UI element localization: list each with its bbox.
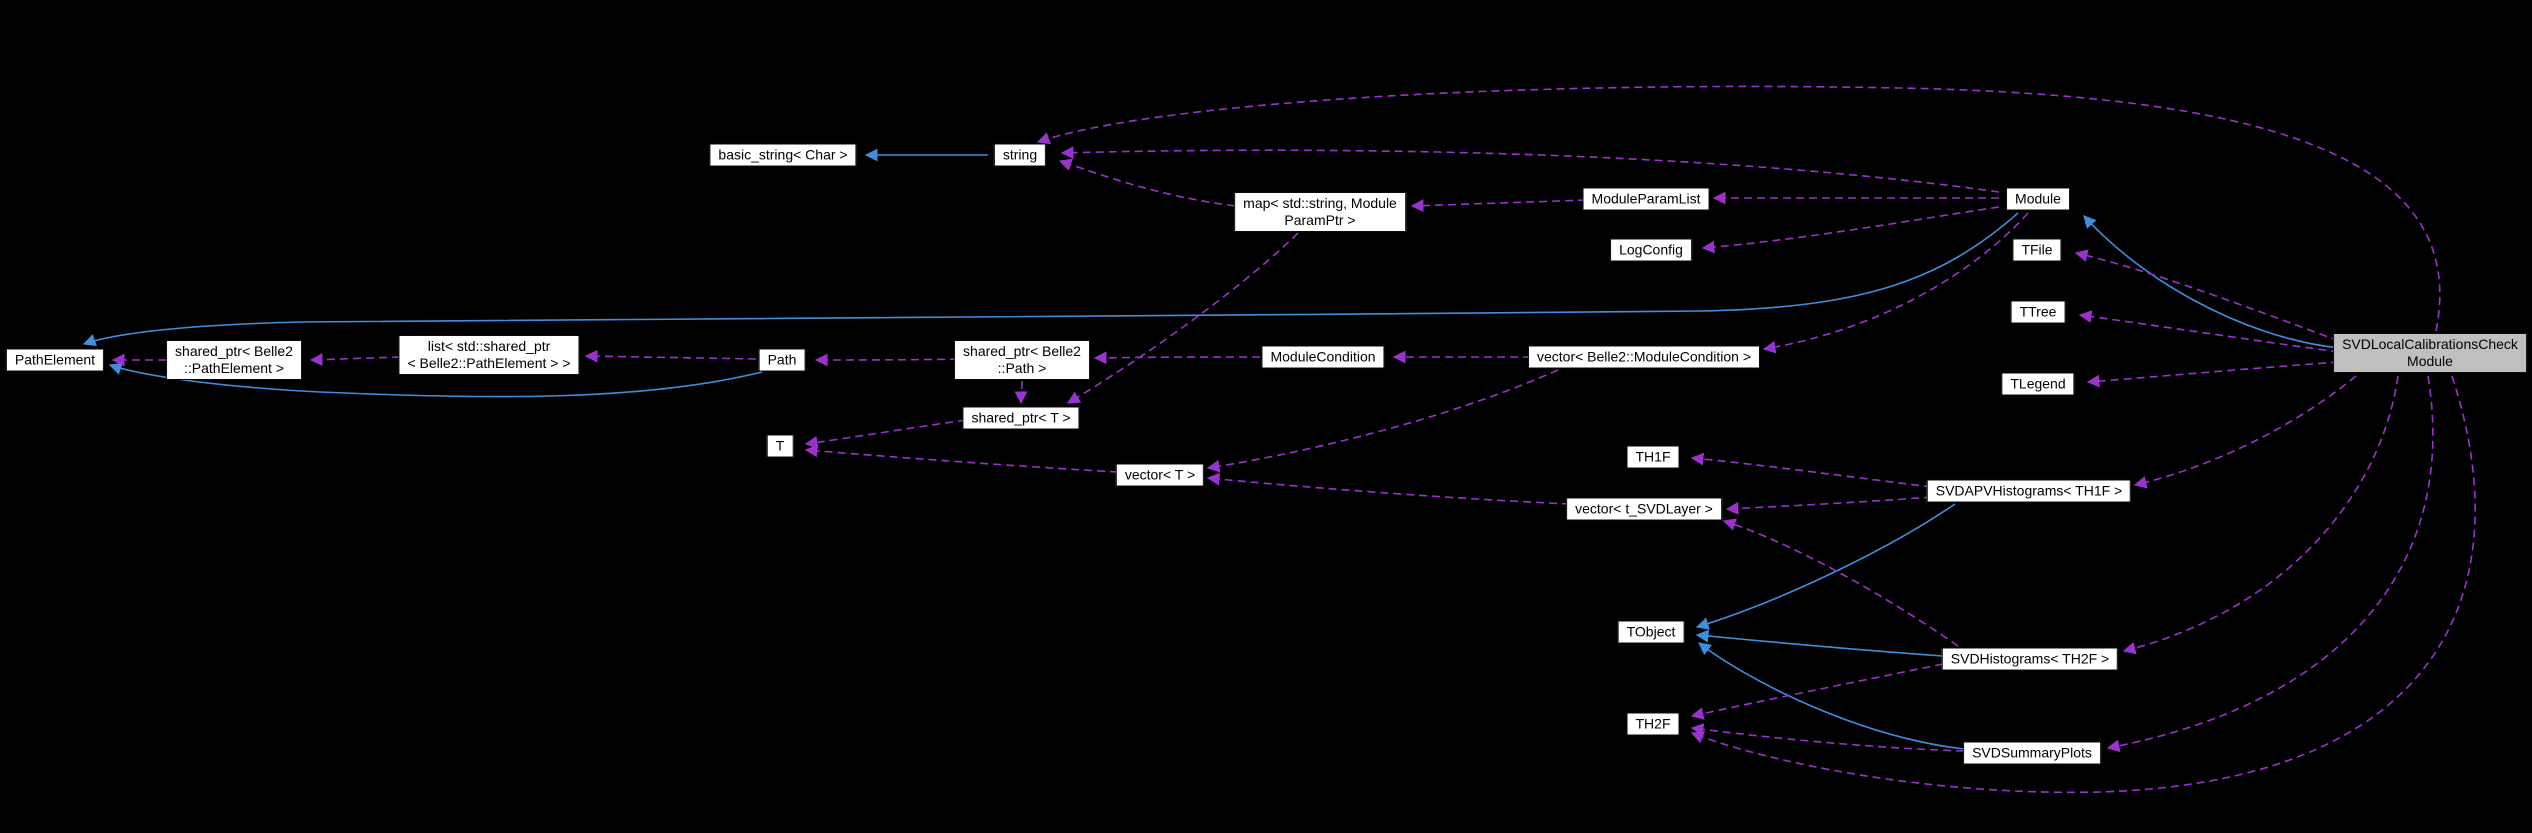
edge-ModuleCondition-to-sharedPtrPath-usage bbox=[1093, 351, 1261, 365]
class-node-basic_string[interactable]: basic_string< Char > bbox=[709, 143, 857, 167]
class-node-T[interactable]: T bbox=[766, 434, 794, 458]
edge-vectorSVDLayer-to-vectorT-usage bbox=[1206, 472, 1571, 505]
edge-SVDLocalCalibrationsCheckModule-to-TFile-usage bbox=[2074, 249, 2340, 342]
edge-SVDLocalCalibrationsCheckModule-to-SVDAPVHistograms-usage bbox=[2133, 375, 2357, 489]
class-node-sharedPtrT[interactable]: shared_ptr< T > bbox=[962, 406, 1080, 430]
edge-vectorT-to-T-usage bbox=[804, 444, 1119, 473]
edge-Module-to-LogConfig-usage bbox=[1701, 206, 2000, 254]
edge-SVDLocalCalibrationsCheckModule-to-TLegend-usage bbox=[2086, 361, 2340, 388]
edge-SVDAPVHistograms-to-vectorSVDLayer-usage bbox=[1725, 496, 1933, 515]
edge-Path-to-list-usage bbox=[584, 349, 757, 363]
class-node-TTree[interactable]: TTree bbox=[2010, 300, 2066, 324]
class-node-TFile[interactable]: TFile bbox=[2012, 238, 2062, 262]
edge-SVDLocalCalibrationsCheckModule-to-string-usage bbox=[1036, 85, 2441, 332]
edge-SVDAPVHistograms-to-TH1F-usage bbox=[1690, 452, 1933, 488]
class-node-PathElement[interactable]: PathElement bbox=[5, 348, 105, 372]
edge-SVDLocalCalibrationsCheckModule-to-SVDSummaryPlots-usage bbox=[2106, 375, 2434, 753]
class-node-label: basic_string< Char > bbox=[718, 146, 848, 163]
class-node-Path[interactable]: Path bbox=[758, 348, 806, 372]
class-node-SVDSummaryPlots[interactable]: SVDSummaryPlots bbox=[1963, 741, 2101, 765]
class-node-string[interactable]: string bbox=[993, 143, 1047, 167]
class-node-label: LogConfig bbox=[1619, 241, 1683, 258]
class-node-label: SVDAPVHistograms< TH1F > bbox=[1935, 482, 2123, 499]
class-node-label: Module bbox=[2407, 353, 2453, 369]
class-node-TH2F[interactable]: TH2F bbox=[1626, 712, 1680, 736]
edge-SVDSummaryPlots-to-TObject-inheritance bbox=[1697, 642, 1965, 750]
edge-SVDSummaryPlots-to-TH2F-usage bbox=[1690, 723, 1965, 752]
class-node-vectorSVDLayer[interactable]: vector< t_SVDLayer > bbox=[1566, 497, 1722, 521]
edge-vectorModuleCondition-to-vectorT-usage bbox=[1206, 369, 1559, 473]
class-node-label: vector< t_SVDLayer > bbox=[1575, 500, 1713, 517]
class-node-label: ModuleCondition bbox=[1270, 348, 1376, 365]
class-node-TH1F[interactable]: TH1F bbox=[1626, 445, 1680, 469]
class-node-label: ::PathElement > bbox=[183, 360, 285, 376]
class-node-label: shared_ptr< Belle2 bbox=[175, 343, 293, 359]
edge-sharedPtrT-to-T-usage bbox=[804, 419, 967, 449]
class-node-label: ParamPtr > bbox=[1284, 212, 1356, 228]
edge-SVDHistograms-to-vectorSVDLayer-usage bbox=[1722, 518, 1959, 647]
edge-Module-to-vectorModuleCondition-usage bbox=[1762, 212, 2029, 354]
edge-ModuleParamList-to-map-usage bbox=[1410, 199, 1587, 212]
class-node-label: string bbox=[1002, 146, 1038, 163]
class-node-label: T bbox=[775, 437, 785, 454]
class-node-vectorModuleCondition[interactable]: vector< Belle2::ModuleCondition > bbox=[1527, 345, 1761, 369]
edge-map-to-sharedPtrT-usage bbox=[1066, 232, 1299, 404]
edge-sharedPtrPath-to-sharedPtrT-usage bbox=[1014, 380, 1028, 405]
edge-SVDLocalCalibrationsCheckModule-to-SVDHistograms-usage bbox=[2122, 375, 2399, 655]
class-node-label: ModuleParamList bbox=[1591, 190, 1701, 207]
edge-SVDHistograms-to-TH2F-usage bbox=[1690, 663, 1944, 720]
class-node-label: TObject bbox=[1626, 623, 1676, 640]
edge-group bbox=[82, 85, 2476, 794]
class-node-Module[interactable]: Module bbox=[2006, 187, 2070, 211]
class-node-label: SVDHistograms< TH2F > bbox=[1950, 650, 2110, 667]
class-node-ModuleCondition[interactable]: ModuleCondition bbox=[1261, 345, 1385, 369]
class-node-label: vector< Belle2::ModuleCondition > bbox=[1536, 348, 1752, 365]
class-node-label: PathElement bbox=[14, 351, 96, 368]
edge-map-to-string-usage bbox=[1058, 158, 1236, 207]
class-node-sharedPtrPathElement[interactable]: shared_ptr< Belle2::PathElement > bbox=[166, 340, 302, 380]
class-node-label: SVDLocalCalibrationsCheck bbox=[2342, 336, 2518, 352]
edge-SVDHistograms-to-TObject-inheritance bbox=[1695, 629, 1944, 657]
edge-Module-to-PathElement-inheritance bbox=[82, 212, 2019, 347]
class-node-label: shared_ptr< Belle2 bbox=[963, 343, 1081, 359]
edge-SVDLocalCalibrationsCheckModule-to-Module-inheritance bbox=[2083, 215, 2340, 349]
class-node-label: TTree bbox=[2019, 303, 2057, 320]
class-node-SVDHistograms[interactable]: SVDHistograms< TH2F > bbox=[1941, 647, 2119, 671]
edge-SVDAPVHistograms-to-TObject-inheritance bbox=[1695, 503, 1956, 630]
edge-SVDLocalCalibrationsCheckModule-to-TTree-usage bbox=[2078, 310, 2340, 353]
class-node-sharedPtrPath[interactable]: shared_ptr< Belle2::Path > bbox=[954, 340, 1090, 380]
class-node-label: map< std::string, Module bbox=[1243, 195, 1397, 211]
class-node-label: TH2F bbox=[1635, 715, 1671, 732]
class-node-label: vector< T > bbox=[1124, 466, 1196, 483]
edge-sharedPtrPath-to-Path-usage bbox=[814, 353, 959, 367]
class-node-vectorT[interactable]: vector< T > bbox=[1115, 463, 1205, 487]
class-node-label: < Belle2::PathElement > > bbox=[407, 355, 571, 371]
class-node-label: Module bbox=[2015, 190, 2061, 207]
class-node-TObject[interactable]: TObject bbox=[1617, 620, 1685, 644]
class-node-label: TH1F bbox=[1635, 448, 1671, 465]
class-node-SVDAPVHistograms[interactable]: SVDAPVHistograms< TH1F > bbox=[1926, 479, 2132, 503]
edge-Module-to-string-usage bbox=[1060, 146, 2000, 193]
class-node-label: Path bbox=[767, 351, 797, 368]
class-node-label: shared_ptr< T > bbox=[971, 409, 1071, 426]
class-node-ModuleParamList[interactable]: ModuleParamList bbox=[1582, 187, 1710, 211]
class-node-label: TLegend bbox=[2010, 375, 2066, 392]
class-node-label: TFile bbox=[2021, 241, 2053, 258]
class-node-TLegend[interactable]: TLegend bbox=[2001, 372, 2075, 396]
edge-list-to-sharedPtrPathElement-usage bbox=[309, 353, 401, 366]
class-node-label: list< std::shared_ptr bbox=[427, 338, 551, 354]
class-node-label: SVDSummaryPlots bbox=[1972, 744, 2092, 761]
class-node-LogConfig[interactable]: LogConfig bbox=[1610, 238, 1692, 262]
class-node-label: ::Path > bbox=[997, 360, 1047, 376]
class-node-list[interactable]: list< std::shared_ptr< Belle2::PathEleme… bbox=[398, 335, 580, 375]
